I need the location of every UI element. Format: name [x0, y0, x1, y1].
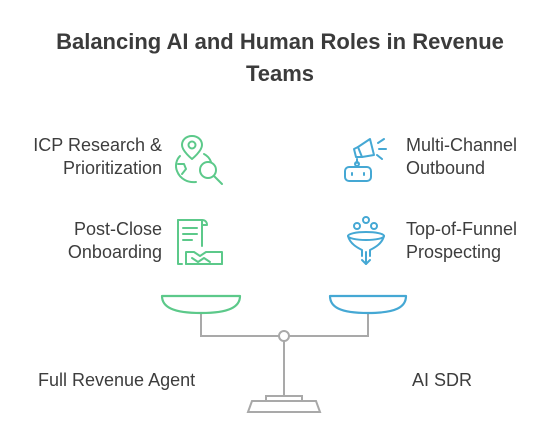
left-item-icp-line2: Prioritization: [62, 158, 162, 178]
right-item-prospecting-line2: Prospecting: [406, 242, 502, 262]
scale-beam: [200, 313, 369, 413]
right-item-outbound: Multi-Channel Outbound: [406, 134, 546, 180]
left-item-onboarding: Post-Close Onboarding: [20, 218, 162, 264]
left-side-label: Full Revenue Agent: [38, 370, 196, 390]
left-item-onboarding-line1: Post-Close: [73, 219, 162, 239]
right-side-label: AI SDR: [412, 370, 473, 390]
contract-handshake-icon: [172, 214, 226, 268]
location-search-icon: [172, 134, 226, 186]
left-item-onboarding-line2: Onboarding: [67, 242, 162, 262]
left-item-icp-line1: ICP Research &: [33, 135, 162, 155]
right-item-outbound-line1: Multi-Channel: [406, 135, 518, 155]
funnel-icon: [344, 214, 390, 266]
right-item-prospecting-line1: Top-of-Funnel: [406, 219, 518, 239]
right-item-prospecting: Top-of-Funnel Prospecting: [406, 218, 546, 264]
left-item-icp: ICP Research & Prioritization: [20, 134, 162, 180]
scale-pivot: [278, 330, 290, 342]
left-scale-pan: [160, 294, 242, 315]
right-scale-pan: [328, 294, 408, 315]
robot-megaphone-icon: [340, 133, 392, 185]
diagram-title: Balancing AI and Human Roles in Revenue …: [56, 29, 504, 86]
right-item-outbound-line2: Outbound: [406, 158, 486, 178]
